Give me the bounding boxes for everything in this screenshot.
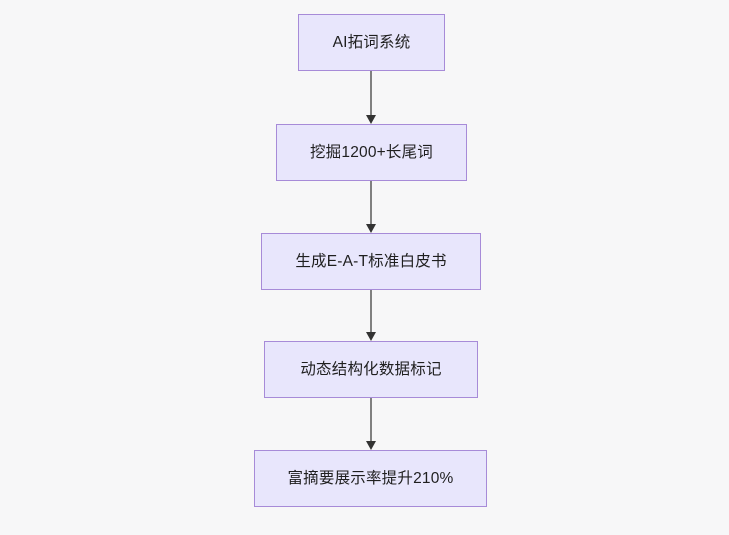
edge-n2-to-n3	[370, 181, 372, 224]
node-label: 富摘要展示率提升210%	[287, 469, 454, 487]
flowchart-node-rich-snippet-impression-uplift[interactable]: 富摘要展示率提升210%	[254, 450, 487, 507]
node-label: 动态结构化数据标记	[300, 360, 442, 378]
arrowhead-n1-to-n2	[365, 115, 376, 124]
arrowhead-n2-to-n3	[365, 224, 376, 233]
node-label: 生成E-A-T标准白皮书	[295, 252, 447, 270]
node-label: AI拓词系统	[332, 33, 411, 51]
arrowhead-n3-to-n4	[365, 332, 376, 341]
flowchart-node-dynamic-structured-data-markup[interactable]: 动态结构化数据标记	[264, 341, 478, 398]
edge-n4-to-n5	[370, 398, 372, 441]
edge-n3-to-n4	[370, 290, 372, 332]
arrowhead-n4-to-n5	[365, 441, 376, 450]
node-label: 挖掘1200+长尾词	[309, 143, 434, 161]
edge-n1-to-n2	[370, 71, 372, 115]
flowchart-node-mine-longtail-keywords[interactable]: 挖掘1200+长尾词	[276, 124, 467, 181]
flowchart-node-ai-keyword-system[interactable]: AI拓词系统	[298, 14, 445, 71]
flowchart-node-generate-eat-whitepaper[interactable]: 生成E-A-T标准白皮书	[261, 233, 481, 290]
